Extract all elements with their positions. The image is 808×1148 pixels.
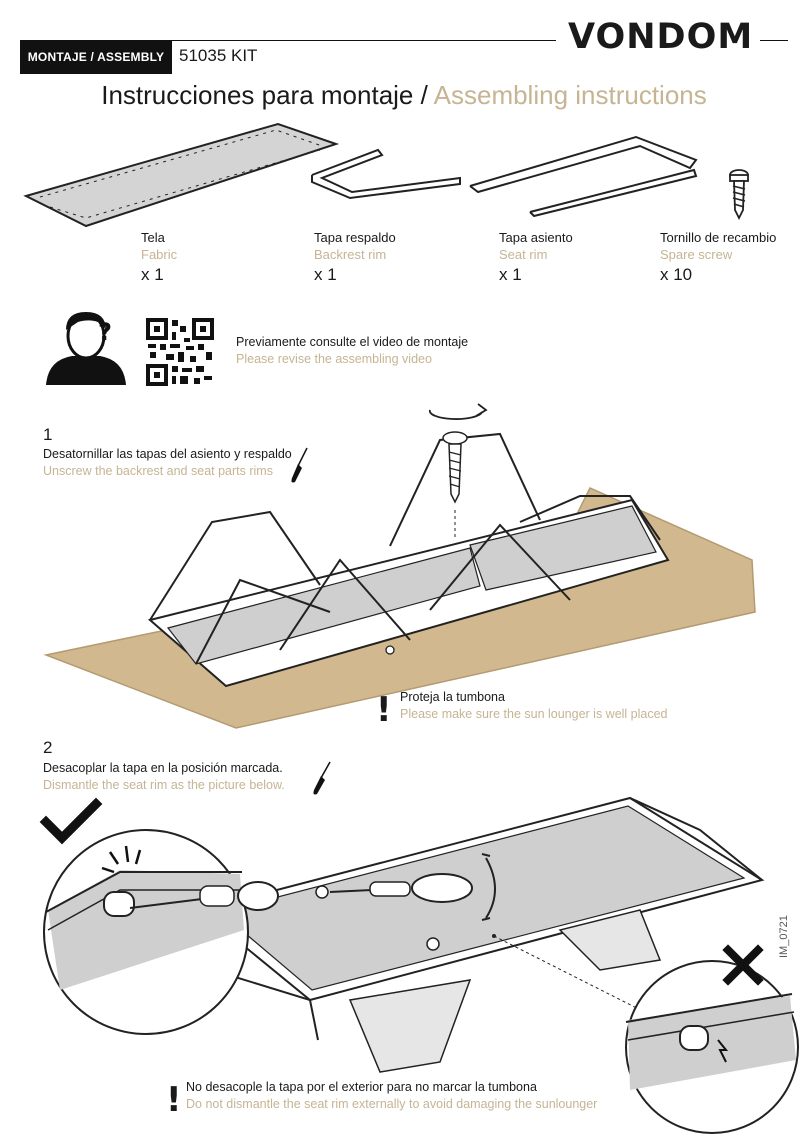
step-1-instruction: Desatornillar las tapas del asiento y re…: [43, 446, 292, 480]
step-1-text-es: Desatornillar las tapas del asiento y re…: [43, 447, 292, 461]
header-rule-left: [20, 40, 556, 41]
part-name-en: Spare screw: [660, 247, 733, 262]
step-1-warning-es: Proteja la tumbona: [400, 690, 505, 704]
part-name-en: Fabric: [141, 247, 178, 262]
page-title: Instrucciones para montaje / Assembling …: [0, 80, 808, 111]
header-rule-right: [760, 40, 788, 41]
step-2-warning-en: Do not dismantle the seat rim externally…: [186, 1097, 598, 1111]
title-es: Instrucciones para montaje /: [101, 80, 428, 110]
part-qty: x 10: [660, 265, 693, 284]
video-text-es: Previamente consulte el video de montaje: [236, 335, 469, 349]
video-text-en: Please revise the assembling video: [236, 352, 432, 366]
step-2-number: 2: [43, 738, 53, 757]
svg-text:?: ?: [98, 318, 112, 346]
step-2-instruction: Desacoplar la tapa en la posición marcad…: [43, 760, 285, 794]
part-qty: x 1: [141, 265, 164, 284]
part-spare-screw: Tornillo de recambio Spare screw: [660, 229, 776, 263]
part-qty: x 1: [314, 265, 337, 284]
document-code: IM_0721: [778, 915, 790, 958]
kit-code: 51035 KIT: [179, 46, 258, 65]
step-1-number: 1: [43, 425, 53, 444]
step-1-warning-en: Please make sure the sun lounger is well…: [400, 707, 668, 721]
part-name-es: Tornillo de recambio: [660, 230, 777, 245]
part-name-en: Backrest rim: [314, 247, 387, 262]
warning-icon-step2: !: [166, 1080, 182, 1120]
section-label: MONTAJE / ASSEMBLY: [20, 40, 172, 74]
brand-logo: VONDOM: [568, 17, 754, 57]
video-note: Previamente consulte el video de montaje…: [236, 334, 468, 368]
step-2-warning: No desacople la tapa por el exterior par…: [186, 1079, 597, 1113]
part-qty: x 1: [499, 265, 522, 284]
step-1-text-en: Unscrew the backrest and seat parts rims: [43, 464, 273, 478]
step-1-warning: Proteja la tumbona Please make sure the …: [400, 689, 668, 723]
step-2-text-es: Desacoplar la tapa en la posición marcad…: [43, 761, 283, 775]
part-name-es: Tapa asiento: [499, 230, 573, 245]
part-seat-rim: Tapa asiento Seat rim: [499, 229, 573, 263]
part-name-es: Tapa respaldo: [314, 230, 396, 245]
warning-icon-step1: !: [376, 690, 392, 730]
title-en: Assembling instructions: [433, 80, 707, 110]
step-2-text-en: Dismantle the seat rim as the picture be…: [43, 778, 285, 792]
qr-code-icon[interactable]: [146, 318, 214, 386]
part-fabric: Tela Fabric: [141, 229, 177, 263]
step-2-warning-es: No desacople la tapa por el exterior par…: [186, 1080, 537, 1094]
part-name-en: Seat rim: [499, 247, 548, 262]
part-name-es: Tela: [141, 230, 165, 245]
part-backrest-rim: Tapa respaldo Backrest rim: [314, 229, 396, 263]
